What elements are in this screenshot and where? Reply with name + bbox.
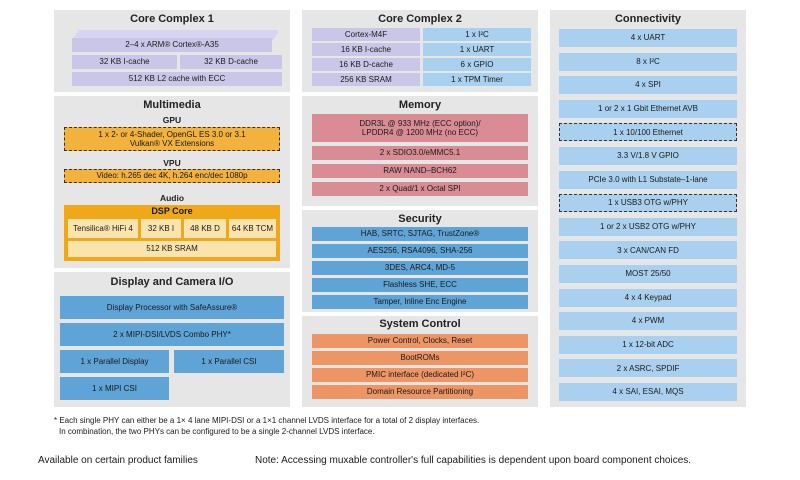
display-processor-box: Display Processor with SafeAssure® — [60, 296, 284, 319]
security-item: Tamper, Inline Enc Engine — [312, 295, 528, 309]
dsp-core-label: DSP Core — [151, 206, 193, 217]
parallel-display-box: 1 x Parallel Display — [60, 350, 169, 373]
security-title: Security — [398, 213, 442, 225]
display-camera-title: Display and Camera I/O — [110, 276, 234, 288]
cpu-cores-box: 2–4 x ARM® Cortex®-A35 — [72, 38, 272, 52]
core2-cell: 6 x GPIO — [423, 58, 531, 71]
core2-cell: 16 KB D-cache — [312, 58, 420, 71]
core-complex-2-panel: Core Complex 2 Cortex-M4F 1 x I²C 16 KB … — [302, 10, 538, 92]
security-item: AES256, RSA4096, SHA-256 — [312, 244, 528, 258]
system-item: Domain Resource Partitioning — [312, 385, 528, 399]
connectivity-item: 1 x 12-bit ADC — [559, 335, 737, 354]
connectivity-item: 4 x SAI, ESAI, MQS — [559, 383, 737, 401]
dsp-cell: 32 KB I — [141, 219, 181, 238]
audio-label: Audio — [159, 193, 185, 203]
connectivity-item: 4 x 4 Keypad — [559, 288, 737, 307]
memory-title: Memory — [398, 99, 442, 111]
connectivity-item: 1 x USB3 OTG w/PHY — [559, 194, 737, 213]
gpu-label: GPU — [162, 115, 182, 125]
dcache-box: 32 KB D-cache — [180, 55, 282, 69]
system-control-panel: System Control Power Control, Clocks, Re… — [302, 316, 538, 407]
security-item: 3DES, ARC4, MD-5 — [312, 261, 528, 275]
mipi-csi-box: 1 x MIPI CSI — [60, 377, 169, 400]
dram-box: DDR3L @ 933 MHz (ECC option)/ LPDDR4 @ 1… — [312, 114, 528, 142]
dram-text: DDR3L @ 933 MHz (ECC option)/ LPDDR4 @ 1… — [359, 118, 481, 138]
core2-cell: 1 x UART — [423, 43, 531, 56]
dsp-cell: 48 KB D — [184, 219, 226, 238]
connectivity-item: 1 x 10/100 Ethernet — [559, 123, 737, 142]
dsp-cell: 64 KB TCM — [229, 219, 276, 238]
connectivity-item: MOST 25/50 — [559, 265, 737, 283]
core-complex-1-panel: Core Complex 1 2–4 x ARM® Cortex®-A35 32… — [54, 10, 290, 92]
icache-box: 32 KB I-cache — [72, 55, 177, 69]
connectivity-item: 4 x UART — [559, 29, 737, 47]
connectivity-item: PCIe 3.0 with L1 Substate–1-lane — [559, 170, 737, 189]
cpu-stack-layer — [76, 33, 276, 37]
display-camera-panel: Display and Camera I/O Display Processor… — [54, 272, 290, 407]
security-item: HAB, SRTC, SJTAG, TrustZone® — [312, 227, 528, 241]
system-item: BootROMs — [312, 351, 528, 365]
memory-item: RAW NAND–BCH62 — [312, 164, 528, 178]
connectivity-item: 3 x CAN/CAN FD — [559, 241, 737, 260]
memory-item: 2 x Quad/1 x Octal SPI — [312, 182, 528, 196]
connectivity-item: 2 x ASRC, SPDIF — [559, 359, 737, 378]
dsp-sram-box: 512 KB SRAM — [68, 241, 276, 257]
system-control-title: System Control — [379, 318, 461, 330]
system-item: Power Control, Clocks, Reset — [312, 334, 528, 348]
parallel-csi-box: 1 x Parallel CSI — [174, 350, 284, 373]
multimedia-title: Multimedia — [143, 99, 201, 111]
core-complex-2-title: Core Complex 2 — [378, 13, 462, 25]
connectivity-panel: Connectivity 4 x UART 8 x I²C 4 x SPI 1 or … — [550, 10, 746, 407]
core2-cell: 1 x TPM Timer — [423, 73, 531, 86]
security-item: Flashless SHE, ECC — [312, 278, 528, 292]
connectivity-item: 1 or 2 x 1 Gbit Ethernet AVB — [559, 99, 737, 118]
cpu-stack-layer — [78, 30, 278, 34]
core-complex-1-title: Core Complex 1 — [130, 13, 214, 25]
connectivity-item: 4 x PWM — [559, 312, 737, 331]
connectivity-item: 8 x I²C — [559, 52, 737, 71]
mipi-dsi-box: 2 x MIPI-DSI/LVDS Combo PHY* — [60, 323, 284, 346]
gpu-box: 1 x 2- or 4-Shader, OpenGL ES 3.0 or 3.1… — [64, 127, 280, 151]
legend-note: Note: Accessing muxable controller's ful… — [255, 455, 692, 466]
vpu-label: VPU — [163, 158, 181, 168]
footnote-line-2: In combination, the two PHYs can be conf… — [59, 427, 375, 436]
gpu-text: 1 x 2- or 4-Shader, OpenGL ES 3.0 or 3.1… — [98, 129, 246, 149]
connectivity-item: 1 or 2 x USB2 OTG w/PHY — [559, 217, 737, 236]
core2-cell: 16 KB I-cache — [312, 43, 420, 56]
dsp-cell: Tensilica® HiFi 4 — [68, 219, 138, 238]
core2-cell: 1 x I²C — [423, 28, 531, 41]
security-panel: Security HAB, SRTC, SJTAG, TrustZone® AE… — [302, 210, 538, 312]
legend-available: Available on certain product families — [38, 455, 198, 466]
l2-cache-box: 512 KB L2 cache with ECC — [72, 72, 282, 86]
connectivity-title: Connectivity — [614, 13, 681, 25]
memory-panel: Memory DDR3L @ 933 MHz (ECC option)/ LPD… — [302, 96, 538, 206]
connectivity-item: 3.3 V/1.8 V GPIO — [559, 147, 737, 165]
system-item: PMIC interface (dedicated I²C) — [312, 368, 528, 382]
multimedia-panel: Multimedia GPU 1 x 2- or 4-Shader, OpenG… — [54, 96, 290, 268]
core2-cell: Cortex-M4F — [312, 28, 420, 41]
vpu-box: Video: h.265 dec 4K, h.264 enc/dec 1080p — [64, 169, 280, 183]
core2-cell: 256 KB SRAM — [312, 73, 420, 86]
footnote-line-1: * Each single PHY can either be a 1× 4 l… — [54, 416, 480, 425]
memory-item: 2 x SDIO3.0/eMMC5.1 — [312, 146, 528, 160]
connectivity-item: 4 x SPI — [559, 76, 737, 95]
